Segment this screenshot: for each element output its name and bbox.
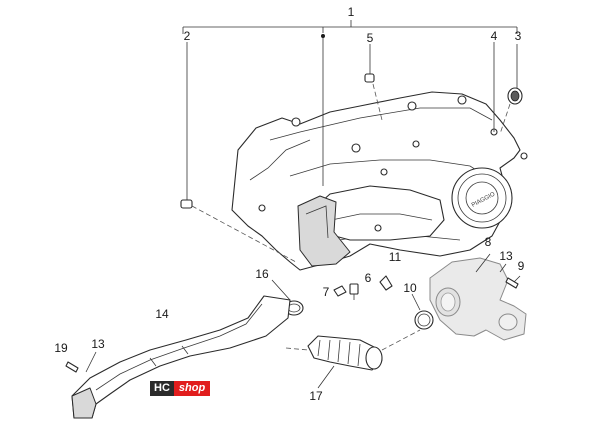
- part-5-stud: [364, 44, 383, 121]
- callout-17: 17: [309, 389, 323, 403]
- part-14-air-duct: [71, 295, 291, 419]
- callout-5: 5: [367, 31, 374, 45]
- crankcase-cover: PIAGGIO: [231, 91, 528, 271]
- callout-13-duct: 13: [91, 337, 105, 351]
- callout-9: 9: [518, 259, 525, 273]
- callout-16: 16: [255, 267, 269, 281]
- watermark-hc: HC: [150, 381, 174, 396]
- part-11-pin: [379, 275, 393, 291]
- part-10-o-ring: [411, 293, 434, 330]
- callout-7: 7: [323, 285, 330, 299]
- callout-6: 6: [365, 271, 372, 285]
- callout-19: 19: [54, 341, 68, 355]
- part-7-clip: [333, 285, 347, 297]
- part-1-leader: [321, 34, 325, 186]
- callout-3: 3: [515, 29, 522, 43]
- part-19-screw: [65, 361, 79, 373]
- callout-13-housing: 13: [499, 249, 513, 263]
- part-9-screw: [505, 275, 521, 289]
- part-17-hose: [285, 329, 421, 389]
- callout-1: 1: [348, 5, 355, 19]
- hc-shop-watermark: HC shop: [150, 381, 222, 396]
- callout-10: 10: [403, 281, 417, 295]
- part-8-intake-housing: [429, 253, 527, 341]
- part-13-screw-housing: [499, 263, 507, 273]
- callout-2: 2: [184, 29, 191, 43]
- callout-4: 4: [491, 29, 498, 43]
- part-3-oil-seal: [499, 44, 523, 135]
- part-2-dowel-pin: [180, 42, 297, 263]
- part-16-clamp: [271, 279, 304, 316]
- watermark-shop: shop: [173, 381, 211, 396]
- callout-8: 8: [485, 235, 492, 249]
- part-6-screw: [349, 283, 359, 300]
- callout-14: 14: [155, 307, 169, 321]
- callout-11: 11: [389, 250, 402, 264]
- part-13-screw-duct: [85, 351, 97, 373]
- assembly-bracket: [182, 20, 518, 34]
